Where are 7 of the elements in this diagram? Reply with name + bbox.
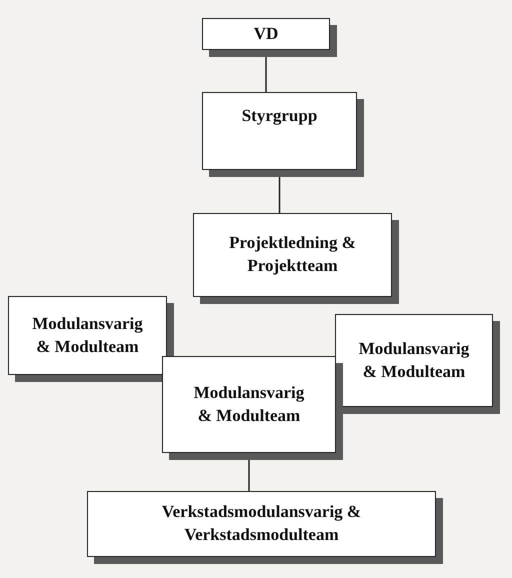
box-label: Styrgrupp [242,105,318,127]
box-label: Modulansvarig & Modulteam [192,382,306,426]
box-label: Verkstadsmodulansvarig & Verkstadsmodulteam [160,501,362,546]
box-label: VD [254,22,278,45]
box-label: Projektledning & Projektteam [228,232,357,277]
box-label: Modulansvarig & Modulteam [31,312,144,358]
box-label: Modulansvarig & Modulteam [358,338,470,382]
